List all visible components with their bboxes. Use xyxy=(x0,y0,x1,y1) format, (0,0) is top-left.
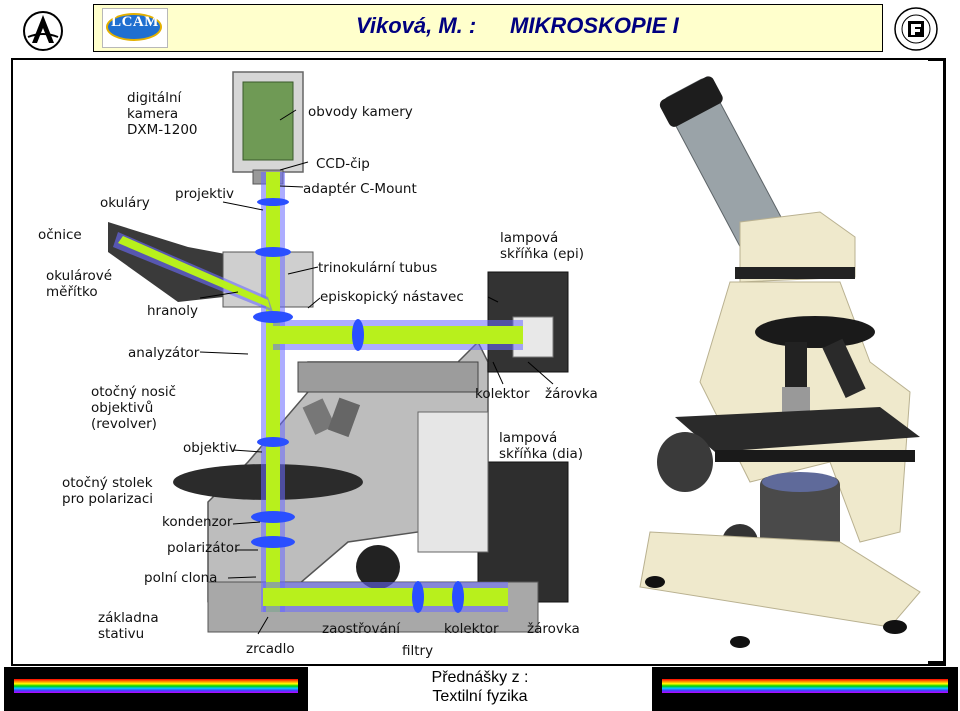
label-eyecups: očnice xyxy=(38,227,82,243)
label-episcopic: episkopický nástavec xyxy=(320,289,464,305)
label-focusing: zaostřování xyxy=(322,621,401,637)
lcam-logo: LCAM xyxy=(102,8,168,48)
header-bar: LCAM Viková, M. : MIKROSKOPIE I xyxy=(93,4,883,52)
label-collector-top: kolektor xyxy=(475,386,530,402)
footer-line-2: Textilní fyzika xyxy=(432,688,528,705)
label-trinocular: trinokulární tubus xyxy=(318,260,438,276)
footer-spectrum-left xyxy=(4,667,308,711)
label-revolver: otočný nosič objektivů (revolver) xyxy=(91,384,177,432)
label-bulb-top: žárovka xyxy=(545,386,598,402)
footer-spectrum-right xyxy=(652,667,958,711)
label-filters: filtry xyxy=(402,643,434,659)
footer-caption: Přednášky z : Textilní fyzika xyxy=(308,668,652,706)
label-objective: objektiv xyxy=(183,440,237,456)
page-title: MIKROSKOPIE I xyxy=(510,13,679,38)
microscope-cutaway-diagram xyxy=(108,71,569,635)
label-camera: digitální kamera DXM-1200 xyxy=(127,90,198,138)
label-ccd: CCD-čip xyxy=(316,156,370,172)
lcam-logo-text: LCAM xyxy=(111,14,159,30)
student-microscope-photo xyxy=(639,76,921,648)
university-emblem-icon xyxy=(23,11,63,51)
label-collector-bottom: kolektor xyxy=(444,621,499,637)
label-polarizer: polarizátor xyxy=(167,540,240,556)
label-prisms: hranoly xyxy=(147,303,198,319)
footer-line-1: Přednášky z : xyxy=(431,669,529,686)
label-eyepieces: okuláry xyxy=(100,195,150,211)
label-lamp-epi: lampová skříňka (epi) xyxy=(500,230,585,262)
label-base: základna stativu xyxy=(98,610,159,642)
label-aperture: polní clona xyxy=(144,570,218,586)
label-mirror: zrcadlo xyxy=(246,641,295,657)
label-eyepiece-scale: okulárové měřítko xyxy=(46,268,113,300)
label-analyzer: analyzátor xyxy=(128,345,200,361)
faculty-seal-icon xyxy=(894,7,938,51)
frame-corner xyxy=(928,58,946,664)
label-bulb-bottom: žárovka xyxy=(527,621,580,637)
label-condenser: kondenzor xyxy=(162,514,233,530)
label-stage: otočný stolek pro polarizaci xyxy=(62,475,154,507)
label-adapter: adaptér C-Mount xyxy=(303,181,417,197)
label-camera-circuits: obvody kamery xyxy=(308,104,413,120)
label-projector: projektiv xyxy=(175,186,234,202)
header-author: Viková, M. : xyxy=(356,13,477,38)
label-lamp-dia: lampová skříňka (dia) xyxy=(499,430,583,462)
